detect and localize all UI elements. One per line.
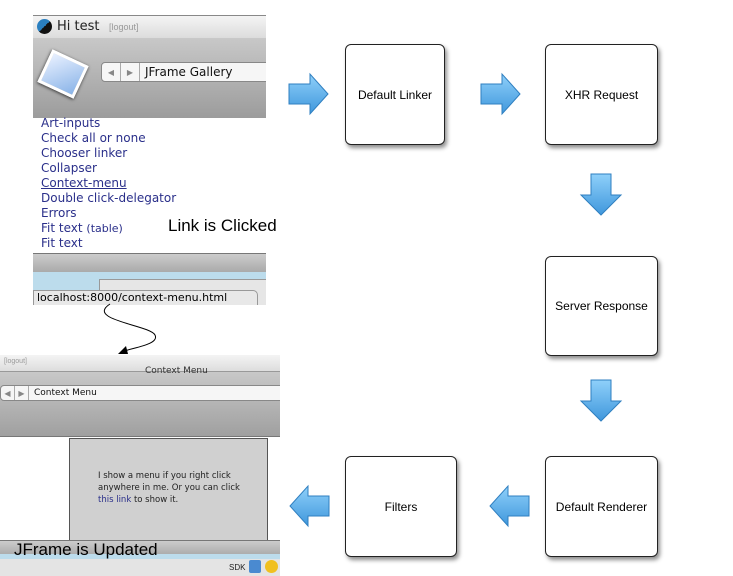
toolbar: ◀ ▶ JFrame Gallery — [33, 38, 266, 118]
location-text: JFrame Gallery — [145, 65, 233, 79]
node-server-response: Server Response — [545, 256, 658, 356]
arrow-down-1 — [579, 173, 623, 216]
status-url: localhost:8000/context-menu.html — [33, 290, 258, 305]
link-text: Fit text — [41, 221, 83, 235]
back-icon[interactable]: ◀ — [102, 63, 121, 81]
context-menu-screenshot: [logout] Context Menu ◀ ▶ Context Menu I… — [0, 355, 280, 576]
footer-bar — [33, 253, 266, 272]
dock-app-icon[interactable] — [249, 560, 261, 573]
title-bar: [logout] — [0, 355, 280, 372]
link-check-all[interactable]: Check all or none — [41, 131, 146, 145]
location-bar[interactable]: ◀ ▶ JFrame Gallery — [101, 62, 266, 82]
node-default-renderer: Default Renderer — [545, 456, 658, 557]
back-icon[interactable]: ◀ — [1, 386, 15, 400]
title-bar: Hi test [logout] — [33, 15, 266, 39]
dock-help-icon[interactable] — [265, 560, 278, 573]
forward-icon[interactable]: ▶ — [15, 386, 29, 400]
logout-link[interactable]: [logout] — [4, 358, 27, 365]
sdk-label[interactable]: SDK — [229, 563, 246, 572]
arrow-right-2 — [480, 72, 521, 116]
link-clicked-label: Link is Clicked — [168, 216, 277, 235]
content-body: I show a menu if you right click anywher… — [98, 471, 240, 493]
arrow-right-1 — [288, 72, 329, 116]
link-chooser-linker[interactable]: Chooser linker — [41, 146, 128, 160]
link-errors[interactable]: Errors — [41, 206, 77, 220]
arrow-left-1 — [489, 484, 530, 528]
node-default-linker: Default Linker — [345, 44, 445, 145]
content-tail: to show it. — [131, 495, 179, 505]
content-text: I show a menu if you right click anywher… — [98, 470, 248, 506]
arrow-down-2 — [579, 379, 623, 422]
logout-link[interactable]: [logout] — [109, 22, 139, 32]
link-context-menu[interactable]: Context-menu — [41, 176, 127, 190]
link-fit-text[interactable]: Fit text — [41, 236, 83, 250]
link-collapser[interactable]: Collapser — [41, 161, 97, 175]
dock: SDK — [0, 559, 280, 576]
window-title: Context Menu — [145, 366, 208, 376]
app-logo-icon — [37, 19, 52, 34]
arrow-left-2 — [289, 484, 330, 528]
toolbar: Context Menu ◀ ▶ Context Menu — [0, 366, 280, 437]
node-xhr-request: XHR Request — [545, 44, 658, 145]
jframe-updated-label: JFrame is Updated — [14, 540, 158, 559]
link-suffix: (table) — [86, 222, 123, 235]
location-text: Context Menu — [34, 388, 97, 398]
footer-stripe — [0, 554, 280, 559]
link-fit-text-table[interactable]: Fit text (table) — [41, 221, 123, 236]
link-double-click[interactable]: Double click-delegator — [41, 191, 177, 205]
node-filters: Filters — [345, 456, 457, 557]
gallery-screenshot: Hi test [logout] ◀ ▶ JFrame Gallery Art-… — [33, 15, 266, 305]
this-link[interactable]: this link — [98, 495, 132, 505]
location-bar[interactable]: ◀ ▶ Context Menu — [0, 385, 280, 401]
greeting: Hi test — [57, 19, 100, 34]
link-art-inputs[interactable]: Art-inputs — [41, 116, 101, 130]
forward-icon[interactable]: ▶ — [121, 63, 140, 81]
footer-bar — [0, 540, 280, 555]
connector-arrow — [103, 303, 156, 354]
